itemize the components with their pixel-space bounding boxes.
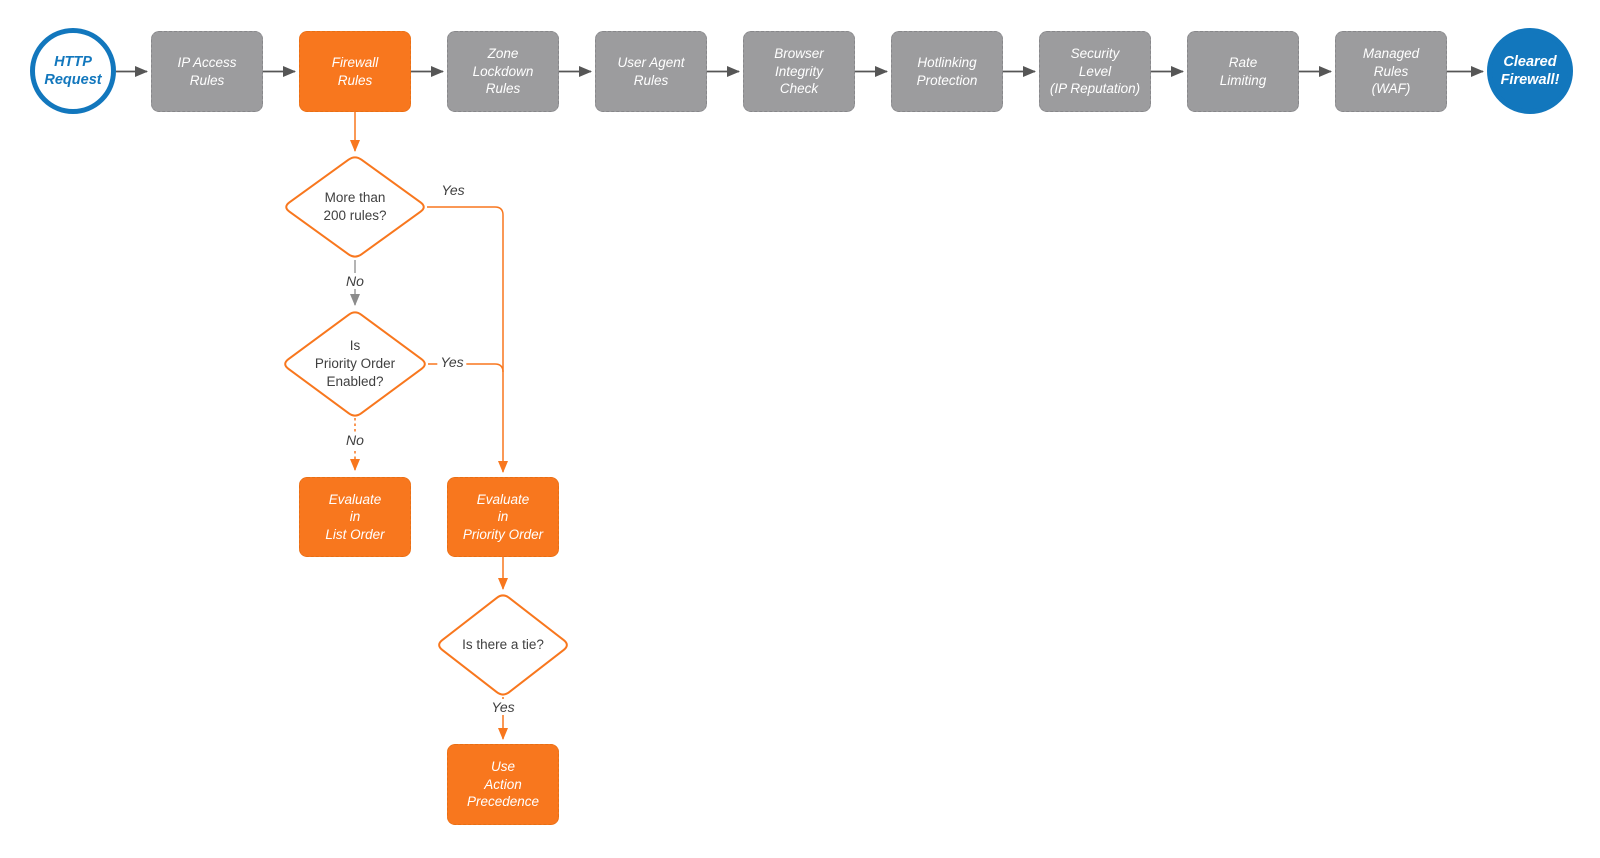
- edge-label-yes-2: Yes: [437, 354, 467, 370]
- edge-label-no-2: No: [343, 432, 367, 448]
- stage-firewall-rules: Firewall Rules: [299, 31, 411, 112]
- stage-label: Browser Integrity Check: [774, 46, 824, 97]
- action-evaluate-in-list-order: Evaluate in List Order: [299, 477, 411, 557]
- end-node-label: Cleared Firewall!: [1500, 54, 1560, 88]
- action-evaluate-in-priority-order: Evaluate in Priority Order: [447, 477, 559, 557]
- action-label: Use Action Precedence: [466, 759, 540, 810]
- start-node-http-request: HTTP Request: [30, 28, 116, 114]
- stage-managed-rules-waf: Managed Rules (WAF): [1335, 31, 1447, 112]
- stage-label: IP Access Rules: [177, 55, 237, 88]
- stage-label: Managed Rules (WAF): [1362, 46, 1420, 97]
- decision-shapes: [284, 156, 568, 696]
- stage-ip-access-rules: IP Access Rules: [151, 31, 263, 112]
- action-use-action-precedence: Use Action Precedence: [447, 744, 559, 825]
- stage-label: Security Level (IP Reputation): [1049, 46, 1141, 97]
- subflow-connectors: [350, 112, 508, 740]
- stage-security-level-ip-reputation: Security Level (IP Reputation): [1039, 31, 1151, 112]
- edge-label-yes-3: Yes: [488, 699, 518, 715]
- stage-label: Hotlinking Protection: [916, 55, 978, 88]
- edge-decision2-yes: [428, 363, 504, 373]
- stage-hotlinking-protection: Hotlinking Protection: [891, 31, 1003, 112]
- stage-label: User Agent Rules: [617, 55, 685, 88]
- end-node-cleared-firewall: Cleared Firewall!: [1487, 28, 1573, 114]
- edge-label-yes-1: Yes: [441, 182, 465, 198]
- stage-label: Zone Lockdown Rules: [472, 46, 534, 97]
- decision-is-there-a-tie-shape: [438, 594, 568, 696]
- start-node-label: HTTP Request: [44, 54, 102, 88]
- edge-label-no-1: No: [343, 273, 367, 289]
- action-label: Evaluate in List Order: [325, 491, 385, 542]
- stage-label: Firewall Rules: [331, 55, 379, 88]
- stage-user-agent-rules: User Agent Rules: [595, 31, 707, 112]
- stage-label: Rate Limiting: [1219, 55, 1267, 88]
- action-label: Evaluate in Priority Order: [462, 491, 544, 542]
- stage-rate-limiting: Rate Limiting: [1187, 31, 1299, 112]
- stage-zone-lockdown-rules: Zone Lockdown Rules: [447, 31, 559, 112]
- decision-more-than-200-rules-shape: [285, 156, 425, 258]
- edge-decision1-yes: [427, 206, 508, 473]
- decision-priority-order-enabled-shape: [284, 311, 426, 417]
- stage-browser-integrity-check: Browser Integrity Check: [743, 31, 855, 112]
